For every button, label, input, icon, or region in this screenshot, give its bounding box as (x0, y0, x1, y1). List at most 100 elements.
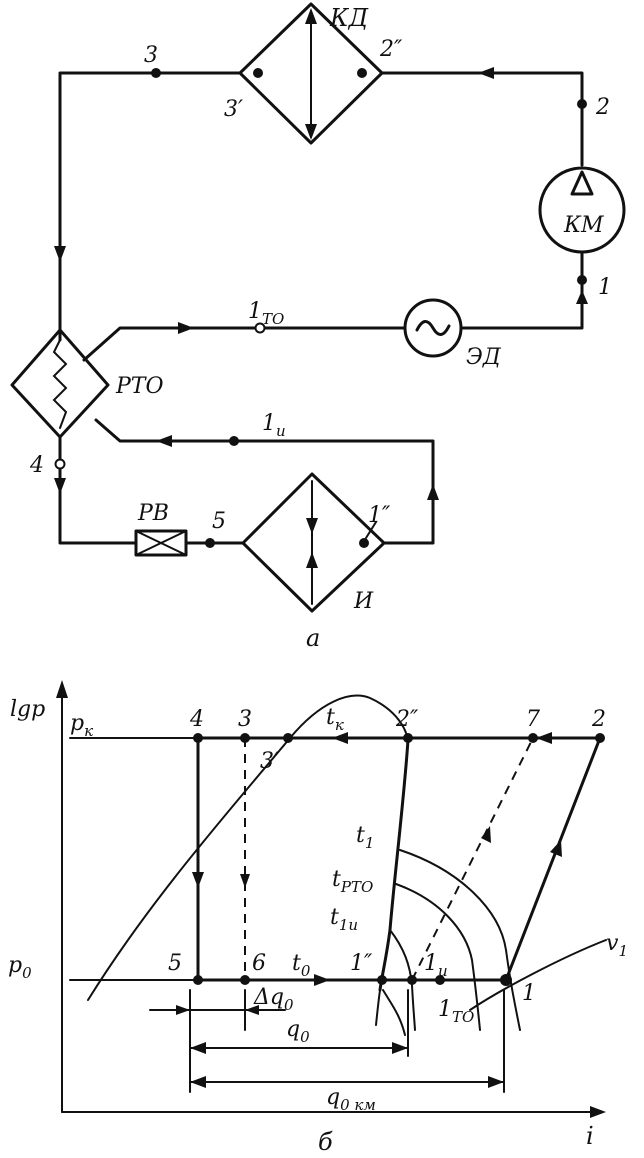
y-axis-label: lgp (10, 697, 45, 722)
pipe-rto-to-valve (58, 435, 138, 545)
pipe-compressor-to-condenser (380, 71, 584, 167)
arrow-throttling (192, 872, 204, 888)
arrow-compression (550, 840, 562, 857)
flow-arrow-motor-line (178, 322, 194, 334)
refrigeration-scheme: КД 3 3′ 2″ КМ 2 1 1ТО ЭД (10, 2, 626, 652)
label-2pp: 2″ (379, 37, 403, 62)
point-3p (283, 733, 293, 743)
dim-q0-arrow-a (190, 1042, 206, 1054)
compression-line-1-2 (504, 736, 602, 982)
label-2: 2 (591, 707, 606, 732)
motor-label: ЭД (466, 345, 502, 370)
label-1: 1 (598, 275, 612, 300)
dashed-line-1-7 (411, 737, 534, 981)
arrow-evaporation (314, 974, 330, 986)
label-2: 2 (595, 95, 610, 120)
point-1pp (377, 975, 387, 985)
condenser-label: КД (329, 4, 369, 32)
arrow-dashed-3-6 (240, 874, 250, 888)
electric-motor: ЭД (403, 298, 502, 370)
label-3p: 3′ (224, 97, 243, 122)
label-2pp: 2″ (395, 707, 419, 732)
point-1 (500, 974, 512, 986)
point-1to (435, 975, 445, 985)
dim-q0-km-arrow-b (488, 1076, 504, 1088)
point-2 (595, 733, 605, 743)
point-3 (151, 68, 161, 78)
point-1i (229, 436, 239, 446)
flow-arrow-right-up (427, 484, 439, 500)
point-3 (240, 733, 250, 743)
leader-1pp (365, 521, 377, 539)
label-trto: tРТО (332, 867, 373, 896)
label-1pp: 1″ (350, 951, 373, 976)
evaporator-label: И (353, 589, 374, 614)
label-1i: 1и (262, 411, 286, 440)
flow-arrow-1i-line (156, 435, 172, 447)
pipe-evaporator-to-rto (94, 418, 435, 545)
label-q0-km: q0 км (326, 1085, 376, 1114)
point-1to (254, 322, 266, 334)
flow-arrow-left-down (54, 246, 66, 262)
label-tk: tк (326, 705, 344, 734)
point-6 (240, 975, 250, 985)
point-7 (528, 733, 538, 743)
label-1pp: 1″ (368, 503, 391, 528)
point-5 (193, 975, 203, 985)
valve-label: РВ (137, 501, 169, 526)
flow-arrow-top (478, 67, 494, 79)
dim-q0-arrow-b (392, 1042, 408, 1054)
expansion-valve: РВ (134, 501, 188, 557)
label-5: 5 (168, 951, 182, 976)
arrow-condensation-left (332, 732, 348, 744)
evaporator: И (241, 472, 386, 614)
point-4 (193, 733, 203, 743)
isotherm-t1 (399, 849, 521, 1031)
label-3: 3 (144, 43, 158, 68)
label-t1: t1 (356, 823, 374, 852)
isochore-v1 (469, 939, 607, 1011)
label-pk: рк (70, 711, 93, 740)
rto-label: РТО (115, 374, 164, 399)
label-6: 6 (252, 951, 266, 976)
isotherm-t0-right (382, 989, 406, 1036)
label-1to: 1ТО (248, 299, 284, 328)
label-t0: t0 (292, 951, 311, 980)
isotherm-trto (395, 883, 481, 1031)
label-delta-q0: Δq0 (253, 985, 294, 1014)
point-4 (54, 458, 66, 470)
isotherm-t0-left (375, 989, 381, 1026)
point-2pp (403, 733, 413, 743)
dim-delta-q0-arrow-b (245, 1005, 259, 1015)
label-3: 3 (238, 707, 252, 732)
label-p0: р0 (8, 953, 32, 982)
point-1pp (359, 538, 369, 548)
point-2 (577, 99, 587, 109)
arrow-dashed-1-7 (481, 826, 491, 843)
condenser: КД (238, 2, 384, 145)
pipe-condenser-to-rto (58, 71, 242, 342)
saturated-vapor-line (378, 738, 410, 992)
point-2pp (357, 68, 367, 78)
diagram-caption: б (318, 1128, 333, 1156)
label-7: 7 (526, 707, 540, 732)
label-5: 5 (212, 509, 226, 534)
point-1i (407, 975, 417, 985)
dim-delta-q0-arrow-a (176, 1005, 190, 1015)
lgp-i-diagram: lgp i рк р0 (8, 680, 628, 1156)
x-axis-label: i (586, 1122, 594, 1150)
label-q0: q0 (286, 1017, 310, 1046)
point-3p (253, 68, 263, 78)
scheme-caption: а (306, 624, 320, 652)
label-v1: v1 (606, 931, 628, 960)
dim-q0-km-arrow-a (190, 1076, 206, 1088)
point-5 (205, 538, 215, 548)
compressor-label: КМ (563, 213, 604, 238)
arrow-condensation-right (536, 732, 552, 744)
label-4: 4 (189, 707, 204, 732)
x-axis-arrow (590, 1106, 606, 1118)
regenerative-heat-exchanger: РТО (10, 328, 164, 439)
label-4: 4 (29, 453, 44, 478)
y-axis-arrow (56, 680, 68, 698)
